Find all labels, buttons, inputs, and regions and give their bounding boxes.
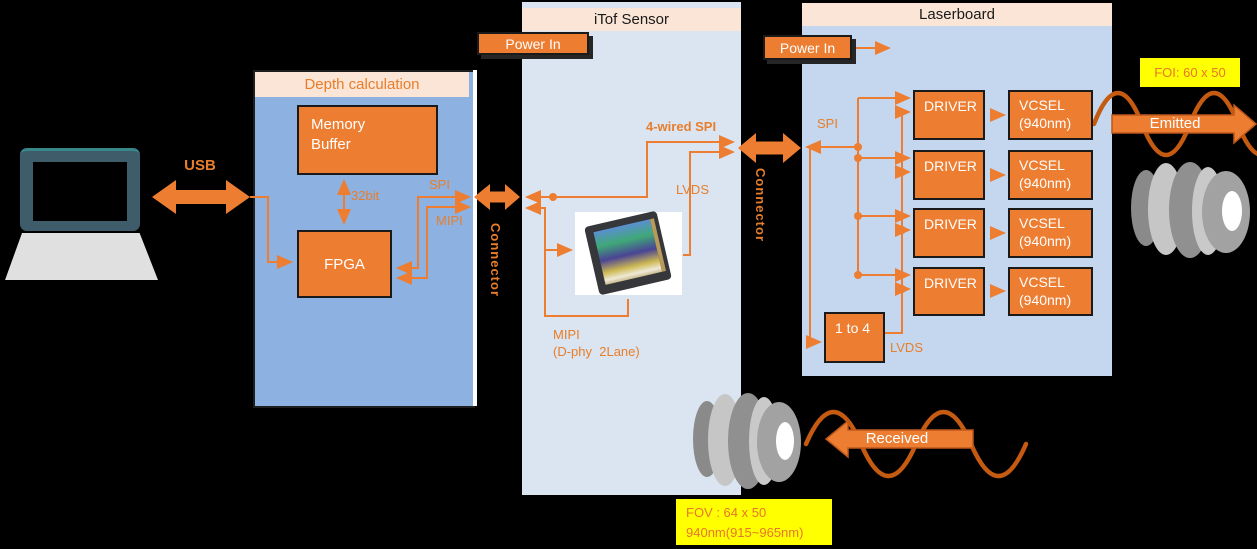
sensor-chip-frame [584, 210, 672, 296]
fpga-box: FPGA [297, 230, 392, 298]
laserboard-header: Laserboard [802, 3, 1112, 26]
connector-right-label: Connector [753, 168, 768, 242]
emitter-lens-icon [1131, 162, 1250, 258]
vcsel-box-4: VCSEL (940nm) [1008, 267, 1093, 316]
laserboard-title: Laserboard [919, 6, 995, 23]
laptop-screen [33, 162, 127, 221]
received-label: Received [865, 430, 929, 447]
mipi-dphy-label-line1: MIPI [553, 327, 580, 342]
connector-left-label: Connector [488, 223, 503, 297]
driver-box-3: DRIVER [913, 208, 985, 258]
receiver-lens-icon [693, 393, 801, 489]
connector-left-double-arrow [474, 184, 520, 210]
lvds-itof-label: LVDS [676, 182, 709, 197]
spi-depth-label: SPI [429, 177, 450, 192]
vcsel-box-2: VCSEL (940nm) [1008, 150, 1093, 200]
emitted-arrow [1111, 103, 1257, 145]
power-in-itof-box: Power In [477, 32, 589, 55]
sensor-chip-image [575, 210, 682, 296]
4wired-spi-label: 4-wired SPI [646, 119, 717, 134]
foi-label: FOI: 60 x 50 [1140, 58, 1240, 87]
spi-laser-label: SPI [817, 116, 838, 131]
fov-label: FOV : 64 x 50 940nm(915~965nm) [676, 499, 832, 545]
vcsel-box-1: VCSEL (940nm) [1008, 90, 1093, 140]
connector-right-double-arrow [738, 133, 801, 163]
power-in-laser-box: Power In [763, 35, 852, 60]
laptop-base [5, 233, 158, 280]
driver-box-1: DRIVER [913, 90, 985, 140]
driver-box-4: DRIVER [913, 267, 985, 316]
spi-cross-wire [525, 135, 735, 204]
depth-panel-title: Depth calculation [304, 76, 420, 93]
lvds-to-1to4-wire [806, 148, 822, 349]
emitted-label: Emitted [1149, 115, 1201, 132]
fov-line1: FOV : 64 x 50 [686, 505, 767, 520]
itof-panel-title: iTof Sensor [593, 11, 670, 28]
usb-to-fpga-wire [250, 196, 293, 269]
received-arrow [824, 419, 974, 459]
32bit-label: 32bit [351, 188, 380, 203]
sensor-lvds-wire [683, 145, 735, 256]
one-to-four-box: 1 to 4 [824, 312, 885, 363]
fpga-mipi-wire [396, 200, 471, 285]
mipi-return-wire [525, 201, 629, 317]
depth-panel-white-edge [473, 70, 477, 406]
bus-junction-dots [854, 143, 906, 293]
usb-double-arrow [152, 180, 250, 214]
1to4-output-bus [885, 105, 911, 334]
usb-label: USB [184, 157, 216, 174]
itof-panel-header: iTof Sensor [522, 8, 741, 31]
mipi-dphy-label-line2: (D-phy 2Lane) [553, 344, 640, 359]
spi-junction-dot [549, 193, 557, 201]
sensor-chip-die [593, 218, 667, 285]
mipi-depth-label: MIPI [436, 213, 463, 228]
vcsel-box-3: VCSEL (940nm) [1008, 208, 1093, 258]
depth-panel-header: Depth calculation [255, 72, 469, 97]
memory-buffer-box: Memory Buffer [297, 105, 438, 175]
fov-line2: 940nm(915~965nm) [686, 525, 804, 541]
driver-box-2: DRIVER [913, 150, 985, 200]
lvds-laser-label: LVDS [890, 340, 923, 355]
